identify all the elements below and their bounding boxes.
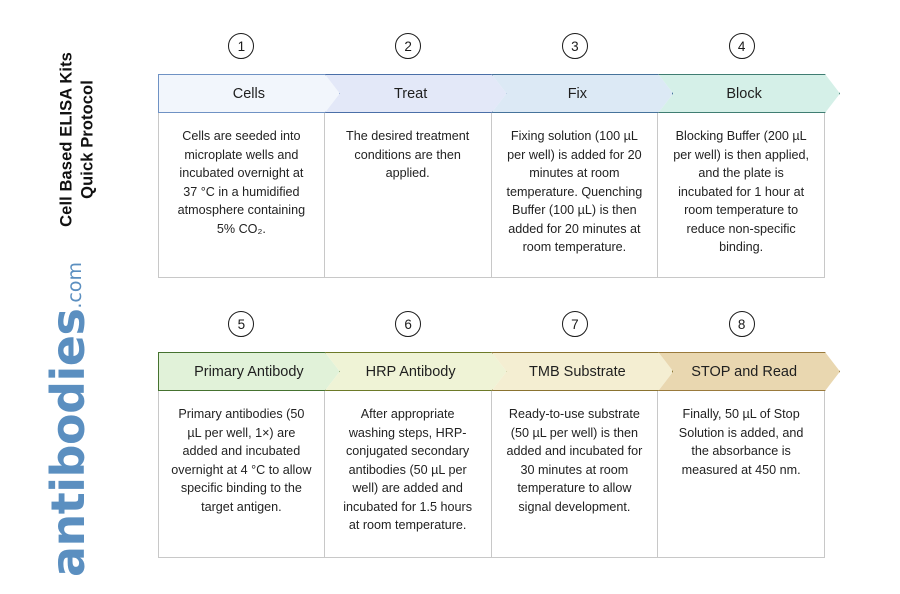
step-number-strip-1: 1 2 3 4 — [158, 32, 840, 74]
step-description-cell-3: Fixing solution (100 µL per well) is add… — [491, 113, 659, 278]
step-description-text-2: The desired treatment conditions are the… — [346, 129, 470, 180]
logo-brand-text: antibodies — [41, 308, 95, 577]
step-description-text-7: Ready-to-use substrate (50 µL per well) … — [506, 407, 643, 514]
step-label-1: Cells — [232, 85, 265, 102]
step-chevron-6[interactable]: HRP Antibody — [325, 352, 507, 391]
step-number-6: 6 — [395, 311, 422, 337]
step-number-8: 8 — [728, 311, 755, 337]
step-number-3: 3 — [561, 33, 588, 59]
step-label-6: HRP Antibody — [365, 363, 456, 380]
step-number-strip-2: 5 6 7 8 — [158, 310, 840, 352]
page-title: Cell Based ELISA Kits Quick Protocol — [57, 52, 97, 227]
step-description-cell-8: Finally, 50 µL of Stop Solution is added… — [658, 391, 825, 558]
step-description-cell-6: After appropriate washing steps, HRP-con… — [324, 391, 492, 558]
step-chevron-4[interactable]: Block — [658, 74, 840, 113]
step-number-1: 1 — [228, 33, 255, 59]
step-label-5: Primary Antibody — [194, 363, 304, 380]
step-chevron-1[interactable]: Cells — [158, 74, 340, 113]
step-description-text-3: Fixing solution (100 µL per well) is add… — [506, 129, 643, 254]
step-label-2: Treat — [393, 85, 428, 102]
step-chevron-8[interactable]: STOP and Read — [658, 352, 840, 391]
step-description-cell-2: The desired treatment conditions are the… — [324, 113, 492, 278]
logo-tld-text: .com — [64, 262, 86, 309]
step-description-cell-5: Primary antibodies (50 µL per well, 1×) … — [158, 391, 325, 558]
chevron-band-1: Cells Treat Fix Block — [158, 74, 840, 113]
step-chevron-5[interactable]: Primary Antibody — [158, 352, 340, 391]
step-description-text-6: After appropriate washing steps, HRP-con… — [343, 407, 473, 532]
step-number-2: 2 — [395, 33, 422, 59]
antibodies-logo: antibodies.com — [41, 262, 95, 577]
step-number-4: 4 — [728, 33, 755, 59]
step-description-text-4: Blocking Buffer (200 µL per well) is the… — [673, 129, 810, 254]
step-description-cell-4: Blocking Buffer (200 µL per well) is the… — [658, 113, 825, 278]
step-number-5: 5 — [228, 311, 255, 337]
chevron-band-2: Primary Antibody HRP Antibody TMB Substrat… — [158, 352, 840, 391]
protocol-row-2: 5 6 7 8 Primary Antibody HRP Antibody TMB Sub… — [158, 310, 840, 558]
left-rail: Cell Based ELISA Kits Quick Protocol ant… — [0, 0, 158, 594]
step-number-7: 7 — [561, 311, 588, 337]
step-label-8: STOP and Read — [691, 363, 798, 380]
step-label-4: Block — [726, 85, 762, 102]
description-band-2: Primary antibodies (50 µL per well, 1×) … — [158, 391, 825, 558]
step-label-7: TMB Substrate — [529, 363, 626, 380]
step-description-cell-7: Ready-to-use substrate (50 µL per well) … — [491, 391, 659, 558]
step-chevron-7[interactable]: TMB Substrate — [492, 352, 674, 391]
step-description-cell-1: Cells are seeded into microplate wells a… — [158, 113, 325, 278]
step-description-text-1: Cells are seeded into microplate wells a… — [177, 129, 306, 236]
protocol-row-1: 1 2 3 4 Cells Treat Fix Block Cells are seeded… — [158, 32, 840, 278]
step-chevron-2[interactable]: Treat — [325, 74, 507, 113]
step-description-text-8: Finally, 50 µL of Stop Solution is added… — [678, 407, 804, 477]
step-description-text-5: Primary antibodies (50 µL per well, 1×) … — [171, 407, 312, 514]
step-label-3: Fix — [567, 85, 588, 102]
step-chevron-3[interactable]: Fix — [492, 74, 674, 113]
description-band-1: Cells are seeded into microplate wells a… — [158, 113, 825, 278]
